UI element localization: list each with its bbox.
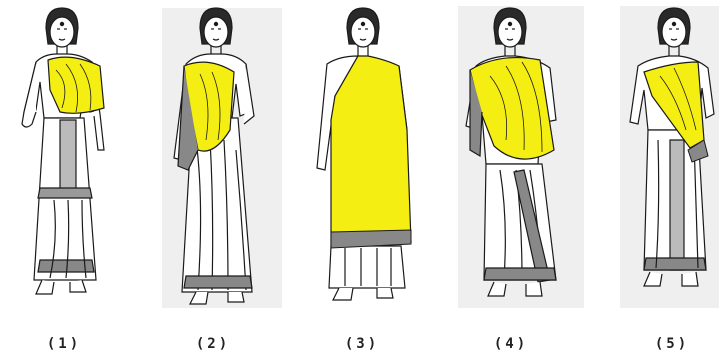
figure-3-label: (3) xyxy=(332,336,392,352)
figure-5 xyxy=(604,0,719,320)
figure-1-label: (1) xyxy=(34,336,94,352)
figure-5-label: (5) xyxy=(642,336,702,352)
figure-3 xyxy=(295,0,435,320)
figure-5-drawing xyxy=(604,0,719,320)
figure-4 xyxy=(450,0,590,320)
figure-4-drawing xyxy=(450,0,590,320)
figure-4-label: (4) xyxy=(481,336,541,352)
figure-2 xyxy=(148,0,288,320)
figure-2-drawing xyxy=(148,0,288,320)
figure-1-drawing xyxy=(0,0,140,320)
figure-3-drawing xyxy=(295,0,435,320)
figure-1 xyxy=(0,0,140,320)
figure-2-label: (2) xyxy=(183,336,243,352)
